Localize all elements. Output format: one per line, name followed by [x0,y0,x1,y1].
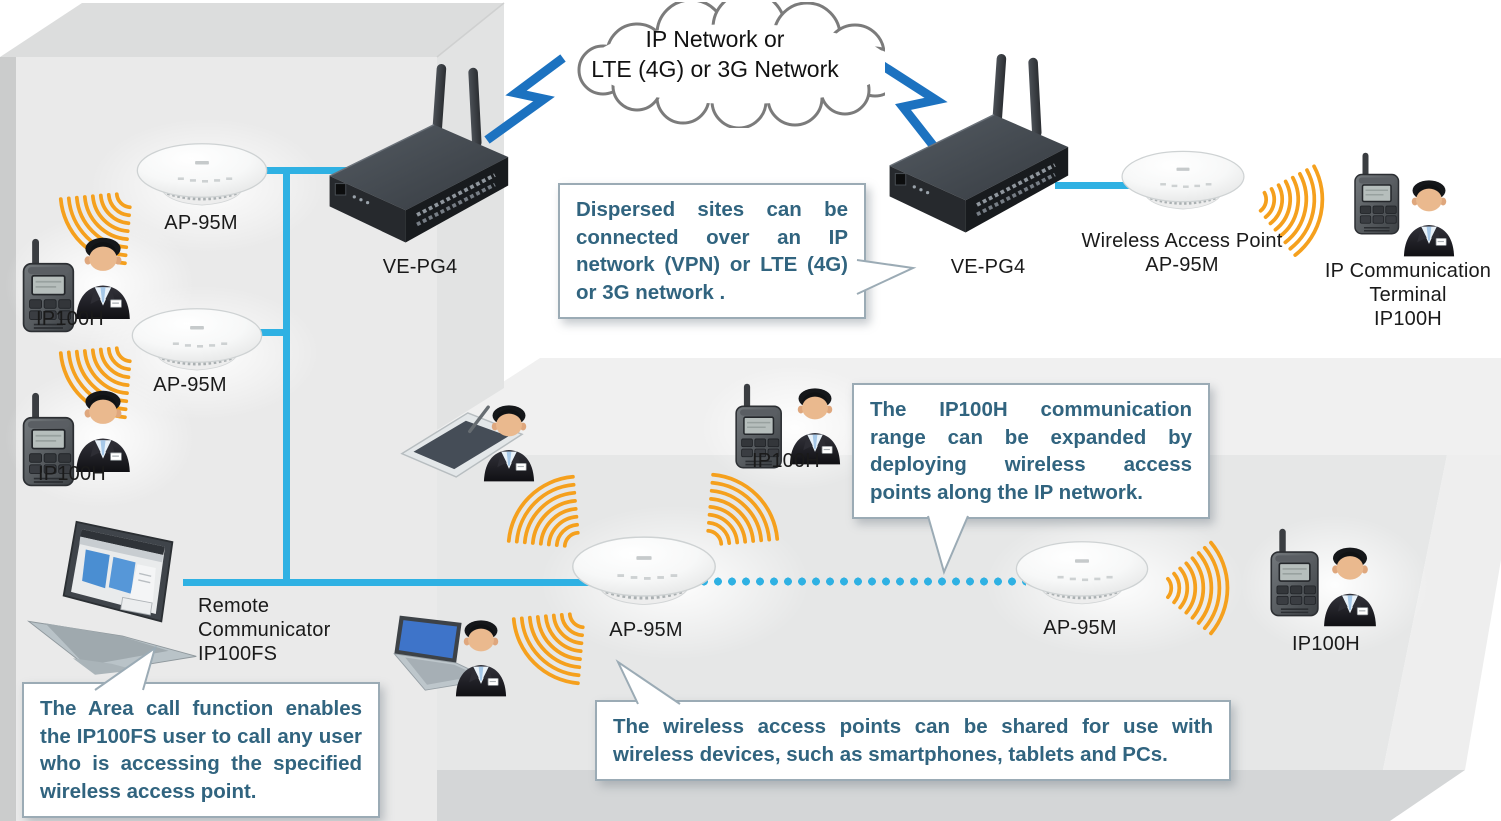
device-label: Terminal [1369,284,1447,306]
businessman-avatar [1323,546,1377,627]
callout-shared-access-points: The wireless access points can be shared… [595,700,1231,781]
callout-tail [94,645,157,691]
room-top-face [0,3,504,57]
device-label: AP-95M [1145,254,1219,276]
room-left-edge [0,57,16,821]
businessman-avatar [75,390,131,473]
device-label: VE-PG4 [950,256,1026,278]
lan-line [183,579,595,586]
ip100h-terminal [1354,152,1400,235]
callout-area-call: The Area call function enables the IP100… [22,682,380,818]
ap95m-access-point [1012,538,1152,619]
callout-dispersed-sites: Dispersed sites can be connected over an… [558,183,866,319]
device-label: VE-PG4 [382,256,458,278]
device-label: AP-95M [1043,617,1117,639]
ip100h-terminal [1270,528,1319,617]
device-label: IP100H [752,450,820,472]
floor-right-face [1383,455,1501,770]
businessman-avatar [1403,179,1455,258]
ap95m-access-point [133,140,271,220]
callout-tail [615,659,681,705]
vepg4-gateway [327,62,511,245]
callout-tail [856,259,917,295]
device-label: AP-95M [164,212,238,234]
device-label: Remote [198,595,270,617]
callout-communication-range: The IP100H communication range can be ex… [852,383,1210,519]
device-label: AP-95M [153,374,227,396]
ap95m-access-point [128,305,266,385]
lan-line [283,167,290,586]
cloud-label-line1: IP Network or [645,26,785,52]
wireless-waves-icon [1148,538,1248,638]
cloud-label-line2: LTE (4G) or 3G Network [591,56,839,82]
device-label: Communicator [198,619,331,641]
lan-line [1055,182,1130,189]
ap95m-access-point [568,533,720,621]
lan-line [250,167,390,174]
device-label: IP Communication [1324,260,1492,282]
device-label: Wireless Access Point [1081,230,1283,252]
device-label: AP-95M [609,619,683,641]
wireless-bridge-dotted-line [700,577,1026,586]
device-label: IP100H [1292,633,1360,655]
businessman-avatar [483,404,535,483]
ap95m-access-point [1118,148,1248,223]
device-label: IP100H [1374,308,1442,330]
vepg4-gateway [887,52,1071,235]
device-label: IP100H [36,308,104,330]
callout-tail [927,515,969,575]
device-label: IP100FS [198,643,278,665]
network-cloud [577,2,885,128]
device-label: IP100H [38,463,106,485]
businessman-avatar [455,619,507,698]
lan-line [250,329,290,336]
